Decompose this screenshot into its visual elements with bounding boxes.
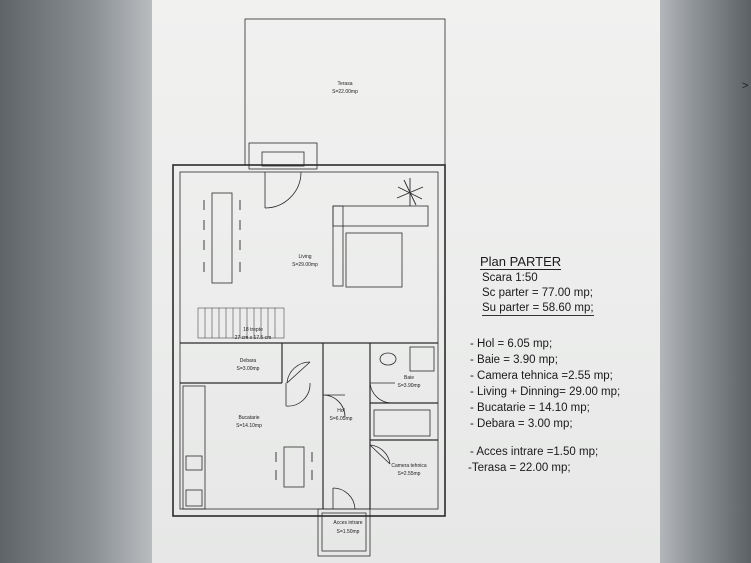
debara-area: S=3.00mp — [237, 366, 260, 372]
living-area: S=29.00mp — [292, 262, 318, 268]
room-labels: Terasa S=22.00mp Living S=29.00mp 18 tre… — [235, 81, 427, 535]
legend-acces: - Acces intrare =1.50 mp; — [470, 446, 599, 458]
door-baie — [369, 382, 395, 404]
kitchen-table — [283, 446, 305, 488]
kitchen-stove — [185, 489, 203, 507]
toilet — [379, 352, 397, 366]
legend-room-baie: - Baie = 3.90 mp; — [470, 354, 558, 366]
shower — [409, 346, 435, 372]
access-outline — [317, 508, 371, 557]
dining-chairs — [203, 200, 241, 272]
door-bucatarie — [285, 382, 311, 407]
access-inner — [321, 512, 367, 552]
monitor-bezel-right — [660, 0, 751, 563]
hol-name: Hol — [337, 408, 345, 414]
bucatarie-name: Bucatarie — [238, 415, 259, 421]
boiler — [373, 409, 431, 437]
drawing-sheet — [152, 0, 660, 563]
baie-name: Baie — [404, 375, 414, 381]
exterior-wall-inner — [179, 171, 439, 510]
rug — [345, 232, 403, 288]
plant — [396, 178, 424, 206]
debara-name: Debara — [240, 358, 257, 364]
sofa-side — [332, 205, 344, 287]
acces-name: Acces intrare — [333, 520, 362, 526]
door-debara — [286, 361, 311, 384]
legend-room-living: - Living + Dinning= 29.00 mp; — [470, 386, 621, 398]
living-name: Living — [298, 254, 311, 260]
terrace-step — [248, 142, 318, 170]
kitchen-chairs — [275, 452, 313, 480]
acces-area: S=1.50mp — [337, 529, 360, 535]
exterior-wall-outer — [172, 164, 446, 517]
chevron-right-icon: > — [742, 80, 749, 92]
sofa — [332, 205, 429, 227]
legend-su-parter: Su parter = 58.60 mp; — [482, 302, 594, 316]
legend-room-bucatarie: - Bucatarie = 14.10 mp; — [470, 402, 590, 414]
hol-area: S=6.05mp — [330, 416, 353, 422]
camera-tehnica-name: Camera tehnica — [391, 463, 427, 469]
legend-room-camera-tehnica: - Camera tehnica =2.55 mp; — [470, 370, 613, 382]
bucatarie-area: S=14.10mp — [236, 423, 262, 429]
door-terrace — [264, 171, 302, 209]
stairs-name: 18 trepte — [243, 327, 263, 333]
terasa-name: Terasa — [337, 81, 352, 87]
legend-title: Plan PARTER — [480, 254, 562, 270]
door-hol — [322, 394, 346, 418]
kitchen-counter — [182, 385, 206, 510]
stairs — [197, 307, 285, 339]
legend-scale: Scara 1:50 — [482, 272, 538, 284]
monitor-bezel-left — [0, 0, 152, 563]
door-ct — [369, 444, 391, 465]
legend-room-debara: - Debara = 3.00 mp; — [470, 418, 573, 430]
legend-terasa: -Terasa = 22.00 mp; — [468, 462, 571, 474]
legend-room-hol: - Hol = 6.05 mp; — [470, 338, 553, 350]
kitchen-sink — [185, 455, 203, 471]
terrace-step-inner — [261, 151, 305, 167]
baie-area: S=3.90mp — [398, 383, 421, 389]
camera-tehnica-area: S=2.55mp — [398, 471, 421, 477]
legend-sc-parter: Sc parter = 77.00 mp; — [482, 287, 593, 299]
dining-table — [211, 192, 233, 284]
stairs-dims: 27 cm x 17.5 cm — [235, 335, 272, 341]
terasa-area: S=22.00mp — [332, 89, 358, 95]
door-entrance — [332, 487, 356, 510]
